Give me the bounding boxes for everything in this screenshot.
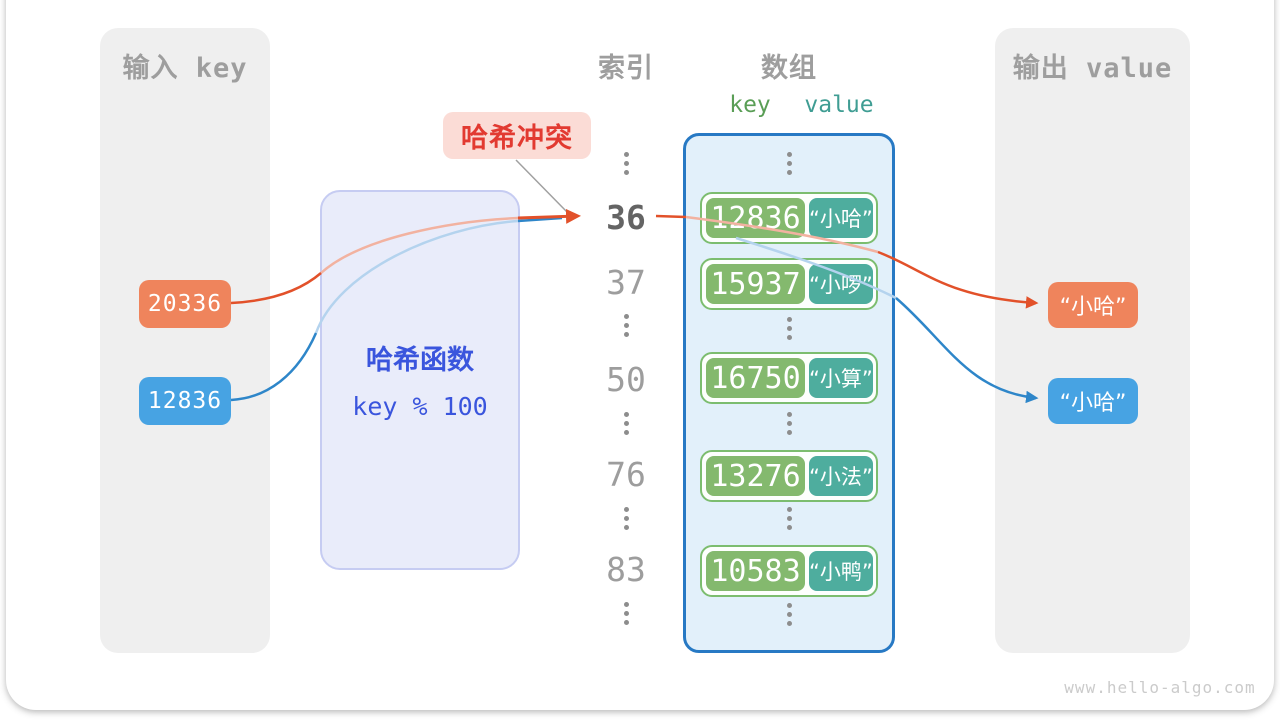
ellipsis-dots xyxy=(754,507,824,530)
entry-value: “小算” xyxy=(809,358,873,398)
entry-value: “小啰” xyxy=(809,264,873,304)
entry-value: “小鸭” xyxy=(809,551,873,591)
array-kv-header: key value xyxy=(700,92,878,118)
index-50: 50 xyxy=(606,360,646,399)
input-key-20336: 20336 xyxy=(139,280,231,328)
array-entry: 15937 “小啰” xyxy=(700,258,878,310)
index-37: 37 xyxy=(606,263,646,302)
key-header: key xyxy=(729,92,771,118)
ellipsis-dots xyxy=(754,317,824,340)
index-column-title: 索引 xyxy=(598,53,654,84)
index-76: 76 xyxy=(606,455,646,494)
entry-key: 13276 xyxy=(706,456,805,496)
hash-function-formula: key % 100 xyxy=(352,392,488,421)
entry-key: 16750 xyxy=(706,358,805,398)
ellipsis-dots xyxy=(591,314,661,337)
value-header: value xyxy=(804,92,874,118)
array-entry: 12836 “小哈” xyxy=(700,192,878,244)
output-value-orange: “小哈” xyxy=(1048,282,1138,328)
entry-key: 10583 xyxy=(706,551,805,591)
entry-value: “小哈” xyxy=(809,198,873,238)
index-83: 83 xyxy=(606,550,646,589)
entry-key: 12836 xyxy=(706,198,805,238)
array-entry: 16750 “小算” xyxy=(700,352,878,404)
input-panel-title: 输入 key xyxy=(122,53,248,84)
ellipsis-dots xyxy=(591,507,661,530)
entry-key: 15937 xyxy=(706,264,805,304)
array-entry: 13276 “小法” xyxy=(700,450,878,502)
output-panel: 输出 value xyxy=(995,28,1190,653)
hash-collision-label: 哈希冲突 xyxy=(443,112,591,159)
input-key-12836: 12836 xyxy=(139,377,231,425)
ellipsis-dots xyxy=(754,412,824,435)
entry-value: “小法” xyxy=(809,456,873,496)
ellipsis-dots xyxy=(754,603,824,626)
index-36: 36 xyxy=(606,198,646,237)
ellipsis-dots xyxy=(591,412,661,435)
watermark: www.hello-algo.com xyxy=(1064,678,1256,697)
output-panel-title: 输出 value xyxy=(1012,53,1173,84)
ellipsis-dots xyxy=(591,152,661,175)
array-entry: 10583 “小鸭” xyxy=(700,545,878,597)
hash-function-title: 哈希函数 xyxy=(366,345,474,376)
array-title: 数组 xyxy=(761,53,817,84)
ellipsis-dots xyxy=(754,152,824,175)
hash-function-box: 哈希函数 key % 100 xyxy=(320,190,520,570)
ellipsis-dots xyxy=(591,602,661,625)
output-value-blue: “小哈” xyxy=(1048,378,1138,424)
input-panel: 输入 key xyxy=(100,28,270,653)
